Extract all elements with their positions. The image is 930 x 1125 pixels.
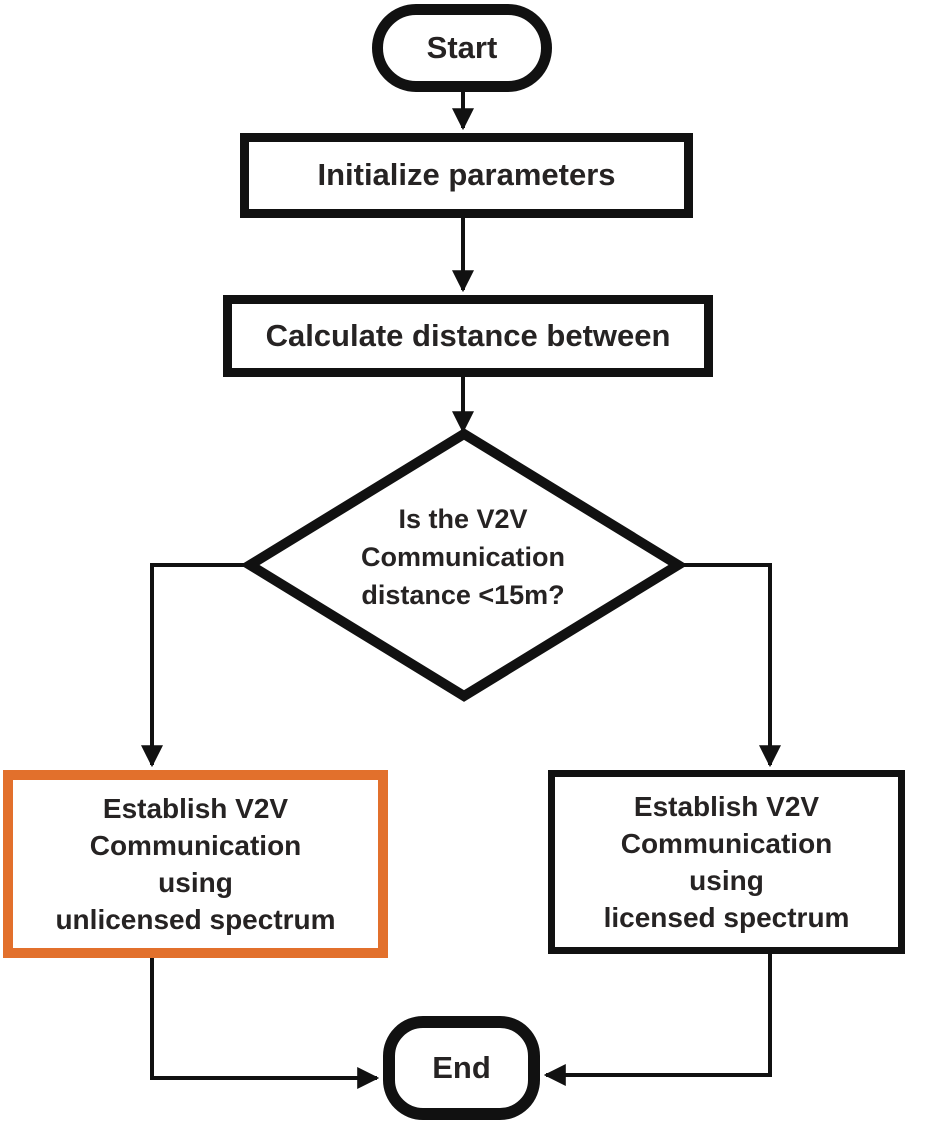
- connector-unlicensed-to-end: [150, 956, 380, 1089]
- connector-decision-to-unlicensed: [141, 563, 252, 768]
- node-end-label: End: [432, 1049, 491, 1085]
- node-unlicensed-label: Establish V2V Communication using unlice…: [55, 793, 336, 935]
- node-decision-label: Is the V2V Communication distance <15m?: [360, 504, 565, 610]
- node-initialize-label: Initialize parameters: [317, 157, 616, 193]
- node-start: Start: [372, 4, 552, 92]
- connector-licensed-to-end: [543, 952, 772, 1086]
- decision-diamond-shape: [240, 428, 688, 702]
- node-licensed-label: Establish V2V Communication using licens…: [603, 791, 850, 933]
- node-licensed-spectrum: Establish V2V Communication using licens…: [548, 770, 905, 954]
- node-start-label: Start: [426, 29, 498, 65]
- node-calculate-distance: Calculate distance between: [223, 295, 713, 377]
- node-unlicensed-spectrum: Establish V2V Communication using unlice…: [3, 770, 388, 958]
- node-initialize-parameters: Initialize parameters: [240, 133, 693, 218]
- node-calculate-label: Calculate distance between: [265, 317, 671, 353]
- node-end: End: [383, 1016, 540, 1120]
- connector-decision-to-licensed: [676, 563, 781, 768]
